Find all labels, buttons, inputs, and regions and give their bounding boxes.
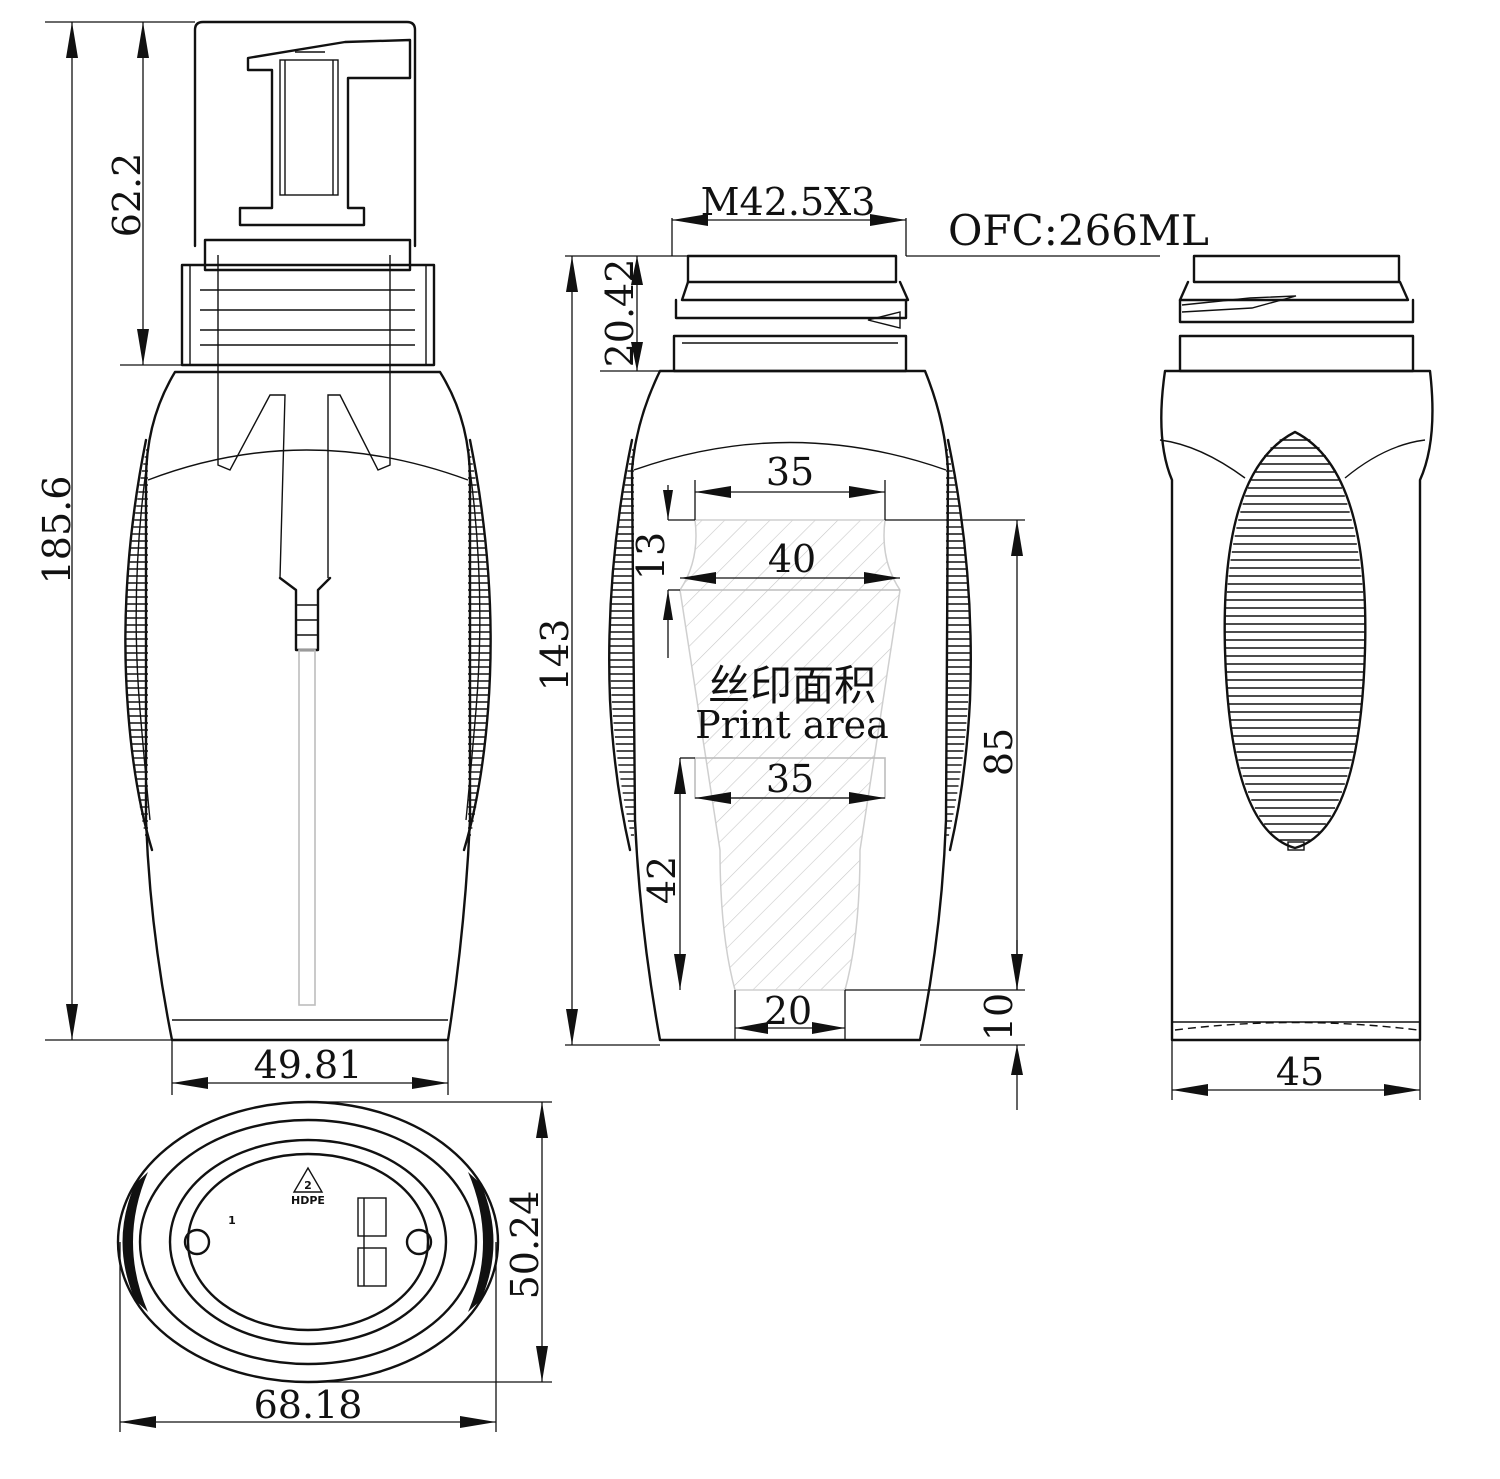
material-label: HDPE bbox=[291, 1194, 325, 1207]
neck-ring bbox=[672, 334, 908, 373]
front-view-with-pump bbox=[124, 20, 492, 1042]
closure-cap bbox=[180, 263, 436, 367]
dim-print-mid-width: 35 bbox=[766, 757, 814, 801]
pump-stem bbox=[279, 59, 339, 196]
dim-side-width: 45 bbox=[1276, 1050, 1324, 1094]
print-area-label-cn: 丝印面积 bbox=[708, 661, 876, 710]
dim-bottom-width: 68.18 bbox=[254, 1383, 363, 1427]
pump-actuator bbox=[238, 38, 412, 227]
cavity-number: 1 bbox=[228, 1214, 236, 1227]
bottom-outer bbox=[116, 1100, 500, 1384]
pump-collar bbox=[203, 238, 412, 272]
side-neck-ring bbox=[1178, 334, 1415, 373]
dim-bottom-depth: 50.24 bbox=[503, 1191, 547, 1300]
dim-print-upper-width: 40 bbox=[768, 537, 816, 581]
recycle-triangle-icon bbox=[292, 1166, 324, 1193]
grip-ribs-left bbox=[126, 449, 148, 836]
print-view-bottle-body bbox=[630, 369, 950, 1042]
pump-overcap bbox=[193, 20, 417, 248]
dim-print-top-offset: 13 bbox=[629, 532, 673, 580]
print-area-view: 丝印面积 Print area bbox=[608, 254, 972, 1042]
bottom-view: 2 HDPE 1 bbox=[116, 1100, 500, 1384]
dim-thread-spec: M42.5X3 bbox=[701, 180, 876, 224]
side-grip-ribs bbox=[1225, 439, 1365, 841]
dim-body-height: 143 bbox=[533, 619, 577, 692]
dim-neck-height: 20.42 bbox=[598, 259, 642, 368]
grip-ribs-2-left bbox=[610, 449, 634, 836]
dim-print-height: 85 bbox=[977, 728, 1021, 776]
front-dimensions: 185.6 62.2 49.81 bbox=[35, 21, 449, 1095]
side-neck-finish bbox=[1192, 254, 1401, 284]
pump-chamber bbox=[278, 576, 332, 652]
recycle-code: 2 bbox=[304, 1179, 312, 1192]
print-area-dimensions: M42.5X3 OFC:266ML 143 20.42 35 40 bbox=[533, 180, 1209, 1110]
dim-print-lower-height: 42 bbox=[640, 856, 684, 904]
grip-ribs-right bbox=[468, 449, 490, 836]
dim-total-height: 185.6 bbox=[35, 476, 79, 585]
grip-ribs-2-right bbox=[946, 449, 970, 836]
front-bottle-body bbox=[144, 370, 472, 1042]
side-view bbox=[1159, 254, 1434, 1042]
dim-front-width: 49.81 bbox=[254, 1043, 363, 1087]
print-area-label-en: Print area bbox=[695, 703, 889, 747]
capacity-label: OFC:266ML bbox=[948, 206, 1209, 255]
dim-print-bottom-width: 20 bbox=[764, 989, 812, 1033]
dim-pump-height: 62.2 bbox=[105, 153, 149, 238]
dip-tube bbox=[298, 649, 316, 1006]
bottom-dimensions: 50.24 68.18 bbox=[119, 1101, 552, 1432]
side-dimensions: 45 bbox=[1171, 1040, 1421, 1100]
side-grip-oval bbox=[1223, 430, 1367, 850]
dim-print-top-width: 35 bbox=[766, 450, 814, 494]
dim-print-bottom-offset: 10 bbox=[977, 993, 1021, 1041]
neck-finish bbox=[686, 254, 898, 284]
